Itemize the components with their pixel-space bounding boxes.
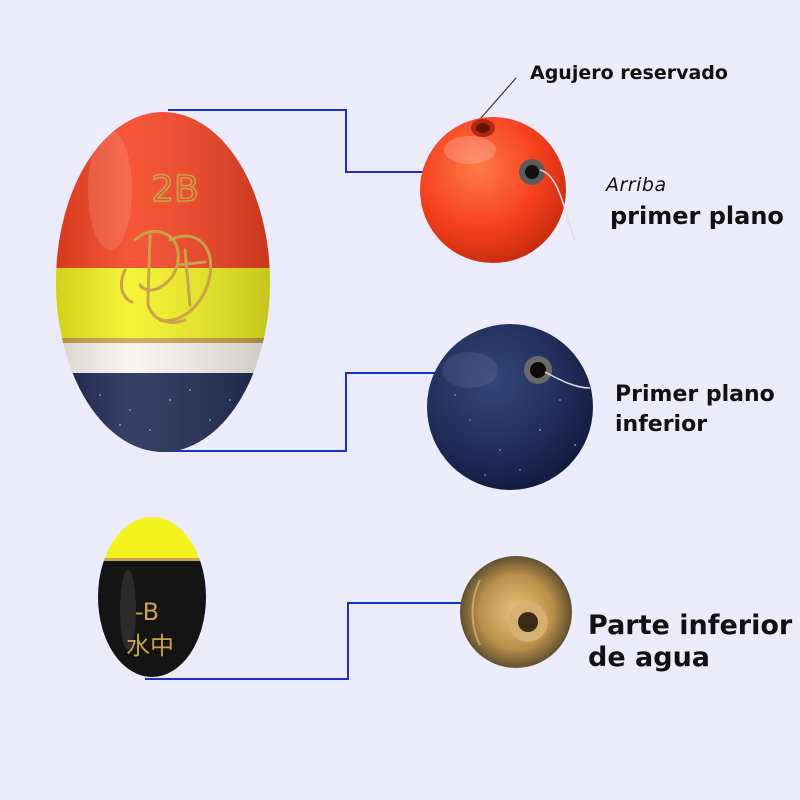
float-mark-2b: 2B <box>151 169 199 210</box>
gold-ball <box>460 556 572 668</box>
connector-lines <box>145 109 480 680</box>
label-water-line1: Parte inferior <box>588 610 793 641</box>
glitter <box>99 389 231 431</box>
connector-top <box>168 109 455 173</box>
calligraphy-logo <box>120 230 213 324</box>
label-water-line2: de agua <box>588 642 711 673</box>
connector-water <box>145 602 480 680</box>
small-float-mark: -B <box>135 598 159 626</box>
large-float: 2B <box>56 112 270 452</box>
label-bottom-view: Primer plano inferior <box>615 380 775 440</box>
navy-ball <box>427 324 593 490</box>
label-bottom-line2: inferior <box>615 412 708 437</box>
label-top-small: Arriba <box>606 174 667 196</box>
small-yellow-top <box>98 517 206 560</box>
orange-ball <box>420 117 576 263</box>
label-top-view: primer plano <box>610 202 784 230</box>
connector-bottom <box>158 372 455 452</box>
label-bottom-line1: Primer plano <box>615 382 775 407</box>
label-water-bottom: Parte inferior de agua <box>588 610 792 674</box>
small-float: -B 水中 <box>98 517 206 677</box>
small-float-kanji: 水中 <box>126 632 174 660</box>
label-reserved-hole: Agujero reservado <box>530 62 728 84</box>
